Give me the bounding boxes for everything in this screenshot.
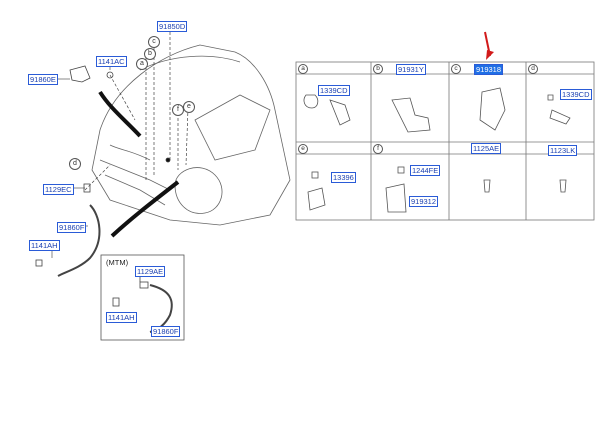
- mtm-inset-box: [100, 254, 185, 341]
- cell-f-part1[interactable]: 1244FE: [410, 165, 441, 176]
- label-91860F-mtm[interactable]: 91860F: [151, 326, 181, 337]
- cell-h-part[interactable]: 1123LK: [548, 145, 578, 156]
- cell-f-part2[interactable]: 919312: [409, 196, 439, 207]
- label-1141AH-mtm[interactable]: 1141AH: [106, 312, 137, 323]
- cell-e-part[interactable]: 13396: [331, 172, 356, 183]
- label-91860F[interactable]: 91860F: [57, 222, 87, 233]
- parts-table-grid: [295, 61, 595, 221]
- cell-letter-c: c: [451, 64, 461, 74]
- callout-a: a: [136, 58, 148, 70]
- part-glyphs: [35, 65, 171, 277]
- cell-sketches: [303, 87, 571, 213]
- cell-letter-d: d: [528, 64, 538, 74]
- cell-b-part[interactable]: 91931Y: [396, 64, 426, 75]
- callout-d: d: [69, 158, 81, 170]
- cell-a-part[interactable]: 1339CD: [318, 85, 350, 96]
- label-91860E[interactable]: 91860E: [28, 74, 58, 85]
- cell-letter-e: e: [298, 144, 308, 154]
- callout-f: f: [172, 104, 184, 116]
- cell-d-part[interactable]: 1339CD: [560, 89, 592, 100]
- cell-g-part[interactable]: 1125AE: [471, 143, 502, 154]
- cell-letter-b: b: [373, 64, 383, 74]
- mtm-label: (MTM): [106, 258, 129, 267]
- label-1141AC[interactable]: 1141AC: [96, 56, 127, 67]
- callout-e: e: [183, 101, 195, 113]
- callout-b: b: [144, 48, 156, 60]
- label-91850D[interactable]: 91850D: [157, 21, 188, 32]
- car-outline: [91, 44, 291, 226]
- label-1141AH[interactable]: 1141AH: [29, 240, 60, 251]
- callout-c: c: [148, 36, 160, 48]
- cell-letter-a: a: [298, 64, 308, 74]
- cell-letter-f: f: [373, 144, 383, 154]
- label-1129EC[interactable]: 1129EC: [43, 184, 74, 195]
- cell-c-part-selected[interactable]: 919318: [474, 64, 504, 75]
- label-1129AE[interactable]: 1129AE: [135, 266, 166, 277]
